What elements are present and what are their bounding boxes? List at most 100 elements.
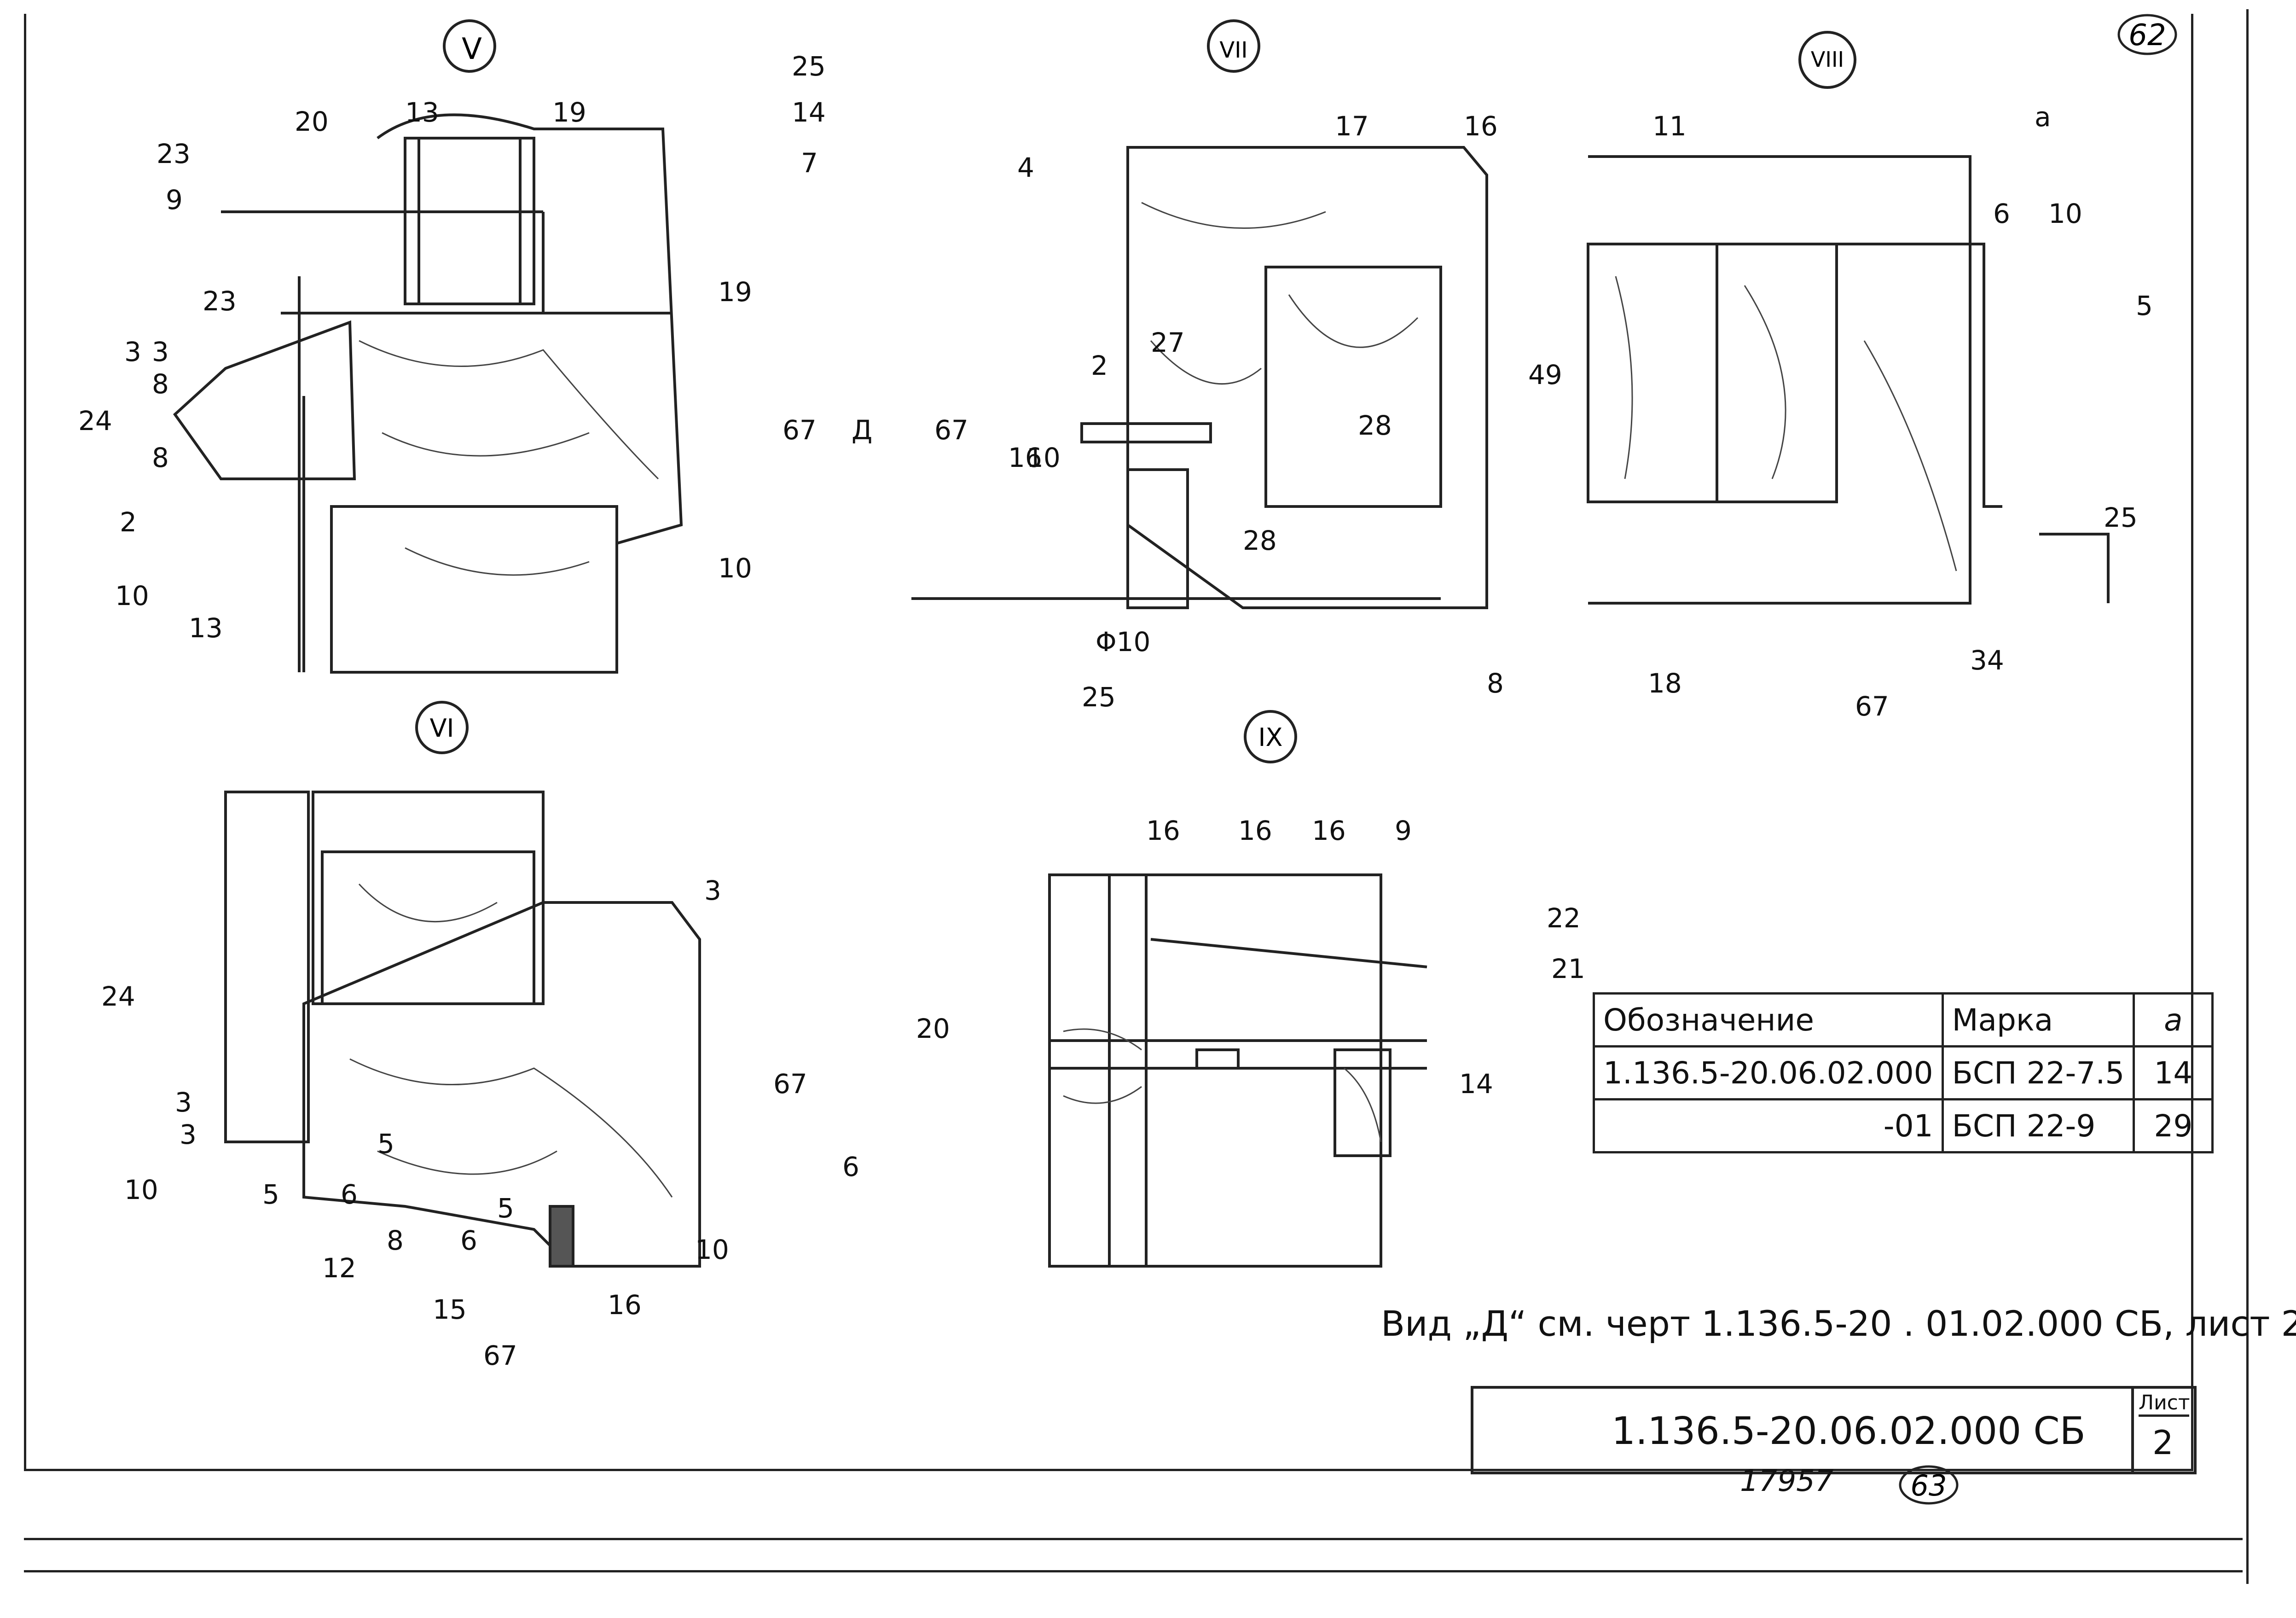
section-vi-mark: VI [430, 714, 454, 743]
table-cell-a: 29 [2133, 1098, 2214, 1153]
dimension-label-ix: 16 [1238, 815, 1272, 846]
dimension-label-v: 13 [189, 612, 223, 644]
dimension-label-viii: 11 [1652, 111, 1687, 142]
dimension-label-vii: 28 [1243, 525, 1277, 556]
specification-table: Обозначение Марка a 1.136.5-20.06.02.000… [1593, 992, 2214, 1153]
dimension-label-vii: 2 [1091, 350, 1108, 381]
dimension-label-viii: 6 [1993, 198, 2010, 229]
dimension-label-viii: 67 [1855, 691, 1889, 722]
dimension-label-viii: 5 [2136, 290, 2153, 321]
table-header-a: a [2133, 992, 2214, 1048]
table-header-designation: Обозначение [1593, 992, 1944, 1048]
dimension-label-v: 13 [405, 97, 439, 128]
dimension-label-v: 3 [124, 336, 141, 367]
table-cell-mark: БСП 22-9 [1941, 1098, 2135, 1153]
dimension-label-vii: 4 [1017, 152, 1034, 183]
title-block-sheet-number: 2 [2152, 1423, 2174, 1462]
dimension-label-vii: Φ10 [1096, 626, 1151, 658]
dimension-label-v: 24 [78, 405, 112, 437]
table-row: 1.136.5-20.06.02.000 БСП 22-7.5 14 [1593, 1045, 2214, 1100]
dimension-label-v: 20 [295, 106, 329, 137]
page-number-top: 62 [2128, 18, 2166, 52]
dimension-label-vi: 10 [695, 1234, 729, 1265]
section-vii-mark: VII [1219, 37, 1247, 63]
dimension-label-vi: 16 [608, 1289, 642, 1321]
table-cell-mark: БСП 22-7.5 [1941, 1045, 2135, 1100]
section-ix-label: IX [1258, 723, 1283, 752]
dimension-label-vi: 15 [433, 1294, 467, 1325]
dimension-label-v: 8 [152, 442, 169, 473]
dimension-label-vii: 16 [1008, 442, 1042, 473]
dimension-label-vi: 3 [704, 875, 721, 906]
section-v-label: V [462, 32, 482, 66]
dimension-label-vi: 6 [341, 1179, 358, 1210]
dimension-label-vii: Д [852, 414, 873, 446]
dimension-label-vii: 16 [1464, 111, 1498, 142]
dimension-label-vii: 67 [934, 414, 968, 446]
dimension-label-viii: 34 [1970, 645, 2004, 676]
dimension-label-vi: 6 [460, 1225, 477, 1256]
dimension-label-ix: 22 [1547, 902, 1581, 934]
page-number-top-badge: 62 [2117, 14, 2177, 55]
section-viii-label: VIII [1811, 47, 1844, 72]
section-vii-label: VII [1219, 37, 1247, 63]
table-cell-designation: 1.136.5-20.06.02.000 [1593, 1045, 1944, 1100]
dimension-label-vi: 67 [483, 1340, 517, 1371]
frame-outer-right-border [2246, 9, 2249, 1584]
dimension-label-v: 7 [801, 147, 818, 179]
view-reference-note: Вид „Д“ см. черт 1.136.5-20 . 01.02.000 … [1381, 1303, 2296, 1344]
frame-bottom-border [24, 1469, 2192, 1471]
dimension-label-v: 23 [157, 138, 191, 169]
dimension-label-ix: 9 [1395, 815, 1412, 846]
section-vi-label: VI [430, 714, 454, 743]
dimension-label-v: 19 [718, 276, 752, 308]
dimension-label-v: 8 [152, 368, 169, 400]
section-vii-drawing [911, 19, 1488, 609]
table-header-mark: Марка [1941, 992, 2135, 1048]
dimension-label-vi: 3 [180, 1119, 197, 1150]
table-cell-designation: -01 [1593, 1098, 1944, 1153]
title-block-sheet-cell: Лист 2 [2131, 1389, 2194, 1472]
frame-left-border [24, 14, 26, 1469]
page-number-bottom: 63 [1911, 1469, 1947, 1502]
dimension-label-vi: 5 [262, 1179, 279, 1210]
dimension-label-ix: 16 [1146, 815, 1180, 846]
dimension-label-vii: 17 [1335, 111, 1369, 142]
dimension-label-viii: 25 [2104, 502, 2138, 533]
table-cell-a: 14 [2133, 1045, 2214, 1100]
dimension-label-viii: 18 [1648, 668, 1682, 699]
dimension-label-ix: 16 [1312, 815, 1346, 846]
dimension-label-vi: 6 [842, 1151, 859, 1182]
dimension-label-v: 10 [115, 580, 149, 611]
frame-outer-bottom-line-2 [24, 1570, 2243, 1572]
dimension-label-vii: 27 [1151, 327, 1185, 358]
dimension-label-vii: 28 [1358, 410, 1392, 441]
section-viii-mark: VIII [1811, 47, 1844, 72]
table-row: -01 БСП 22-9 29 [1593, 1098, 2214, 1153]
dimension-label-vii: 49 [1528, 359, 1562, 390]
frame-right-border [2191, 14, 2193, 1471]
dimension-label-vi: 12 [322, 1252, 356, 1284]
dimension-label-vii: 25 [1082, 681, 1116, 713]
frame-outer-bottom-line [24, 1538, 2243, 1540]
dimension-label-vi: 10 [124, 1174, 158, 1205]
dimension-label-ix: 20 [916, 1013, 950, 1044]
dimension-label-vi: 67 [773, 1068, 807, 1100]
dimension-label-v: 67 [783, 414, 817, 446]
dimension-label-v: 19 [552, 97, 586, 128]
dimension-label-v: 9 [166, 184, 183, 215]
dimension-label-vi: 5 [377, 1128, 394, 1159]
section-ix-mark: IX [1258, 723, 1283, 752]
dimension-label-v: 2 [120, 506, 137, 538]
dimension-label-viii: a [2035, 101, 2051, 133]
section-v-mark: V [462, 32, 482, 66]
dimension-label-v: 25 [792, 51, 826, 82]
section-ix-drawing [1048, 710, 1427, 1268]
section-viii-drawing [1587, 31, 2110, 605]
page-number-bottom-badge: 63 [1899, 1465, 1959, 1505]
dimension-label-vi: 3 [175, 1087, 192, 1118]
dimension-label-v: 10 [718, 553, 752, 584]
archive-number: 17957 [1740, 1464, 1834, 1498]
dimension-label-viii: 10 [2048, 198, 2082, 229]
